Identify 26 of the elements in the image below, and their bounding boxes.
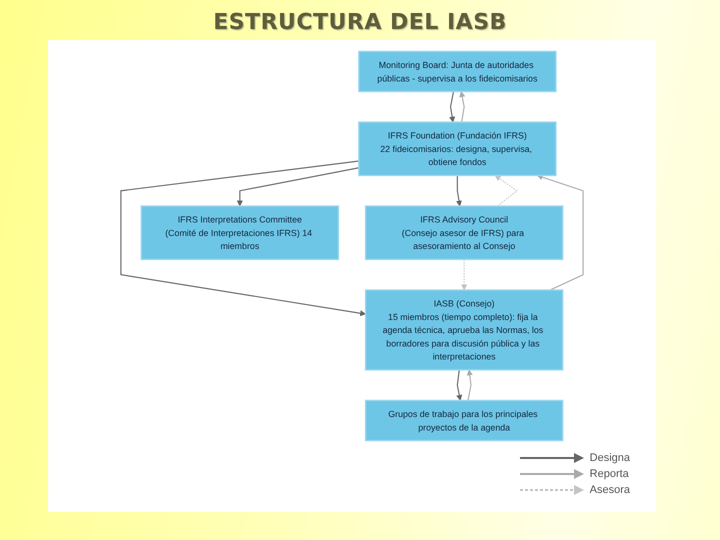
node-box: [358, 121, 557, 176]
arrow: [456, 370, 462, 401]
node-box: [358, 50, 557, 92]
node-label: IASB (Consejo) 15 miembros (tiempo completo): fija la agenda técnica, aprueba las Normas, los borradores para discusión pública y las interpretaciones: [382, 297, 544, 364]
node-box: [364, 289, 564, 371]
arrow: [236, 167, 359, 206]
arrow: [459, 91, 466, 122]
node-label: IFRS Interpretations Committee (Comité de Interpretaciones IFRS) 14 miembros: [164, 213, 314, 253]
legend-label: Asesora: [590, 484, 630, 496]
arrow: [449, 91, 456, 122]
arrow: [494, 175, 518, 206]
legend-label: Designa: [590, 452, 630, 464]
arrow: [461, 259, 468, 290]
node-box: [140, 205, 340, 260]
node-box: [364, 205, 564, 260]
node-label: Monitoring Board: Junta de autoridades públicas - supervisa a los fideicomisarios: [376, 58, 538, 85]
node-label: IFRS Foundation (Fundación IFRS) 22 fideicomisarios: designa, supervisa, obtiene fondos: [379, 129, 533, 169]
slide-title: ESTRUCTURA DEL IASB: [213, 10, 507, 35]
node-label: Grupos de trabajo para los principales proyectos de la agenda: [387, 408, 539, 434]
arrow: [456, 175, 462, 206]
legend-label: Reporta: [590, 468, 629, 480]
node-label: IFRS Advisory Council (Consejo asesor de IFRS) para asesoramiento al Consejo: [400, 213, 526, 253]
arrow: [537, 174, 584, 290]
arrow: [120, 160, 366, 316]
node-box: [364, 400, 564, 442]
arrow: [466, 370, 473, 401]
